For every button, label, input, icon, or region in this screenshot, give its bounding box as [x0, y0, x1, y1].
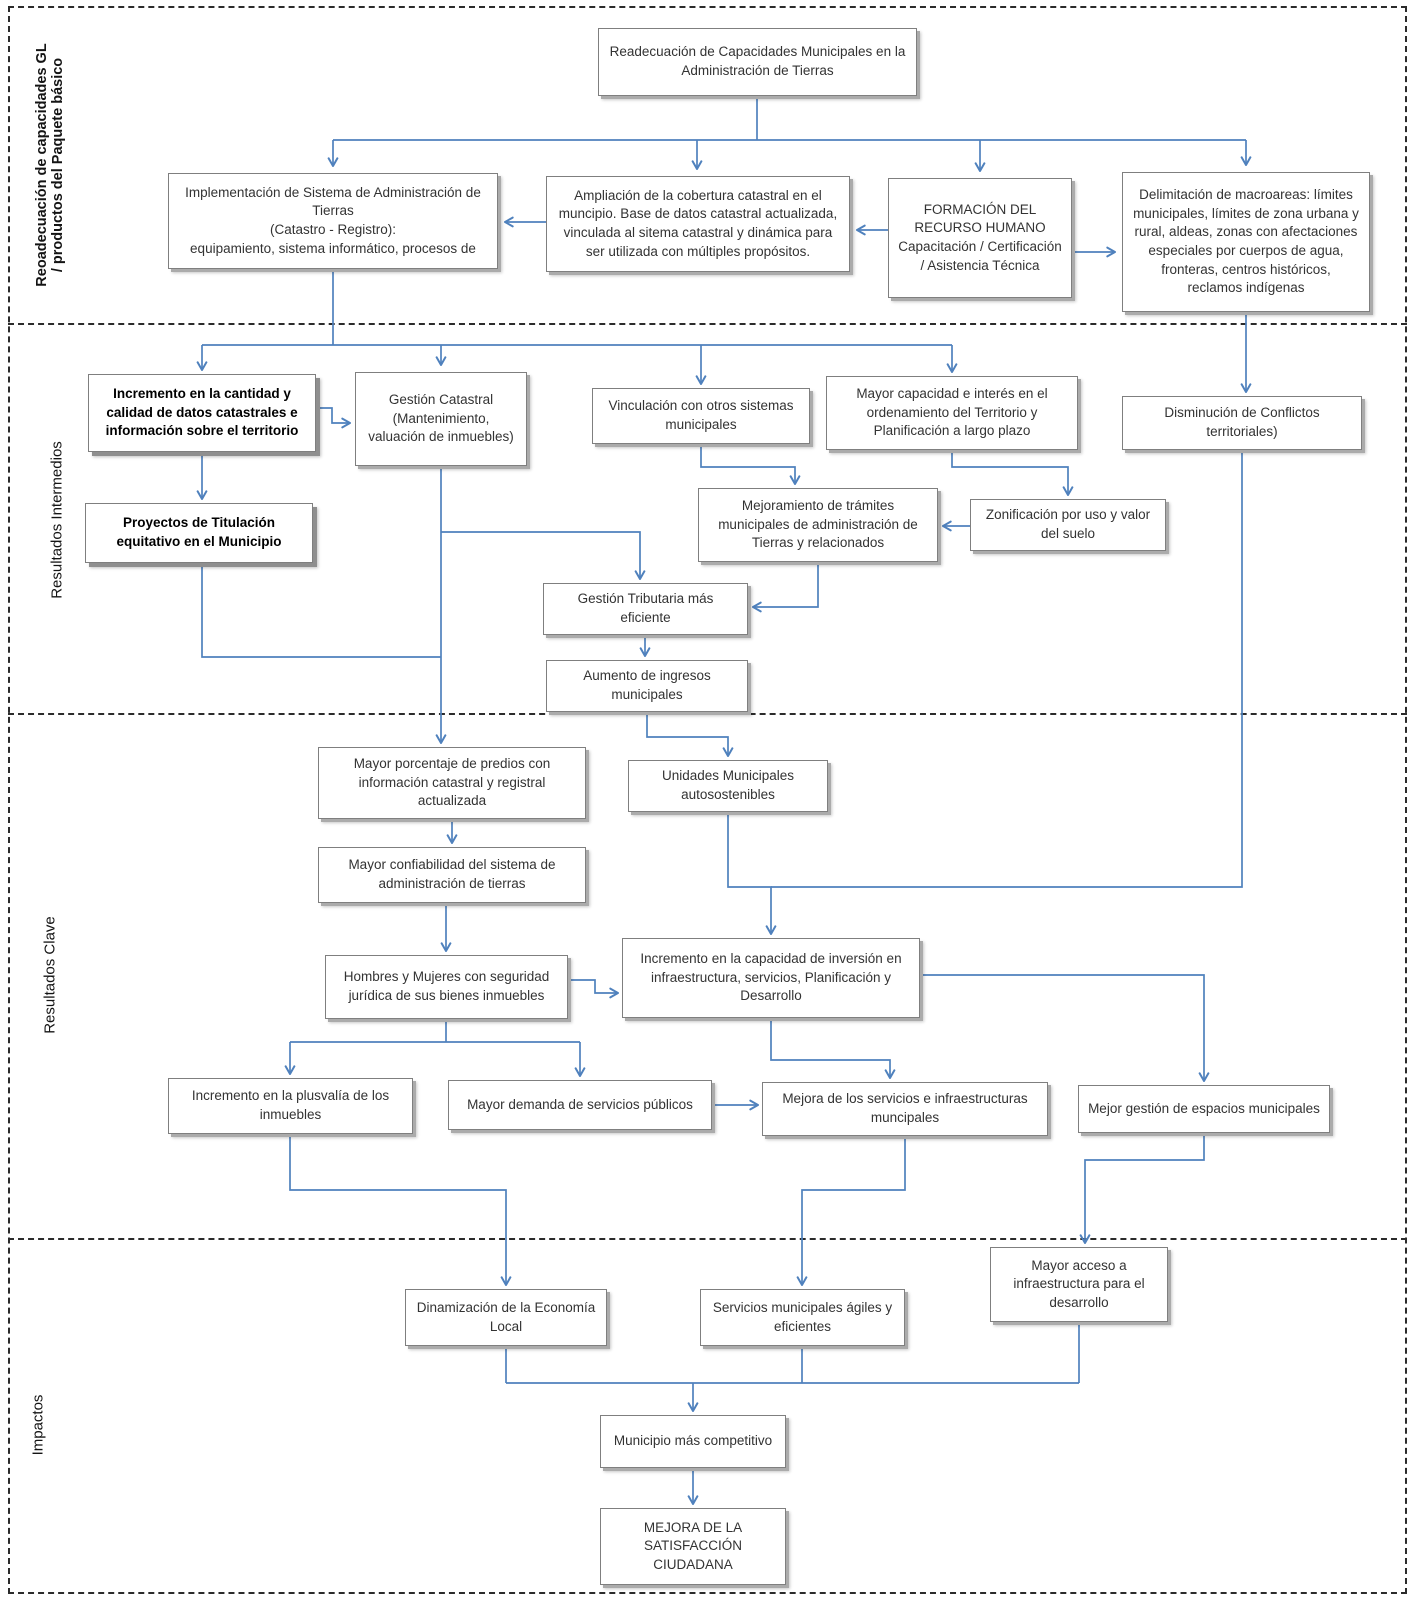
arrow-plusvalia-to-dinamizacion	[289, 1134, 512, 1286]
arrow-mejora-to-servicios-agiles	[796, 1136, 906, 1286]
node-mayor-porcentaje-predios: Mayor porcentaje de predios con informac…	[318, 747, 586, 819]
node-disminucion-conflictos: Disminución de Conflictos territoriales)	[1122, 396, 1362, 450]
node-servicios-agiles: Servicios municipales ágiles y eficiente…	[700, 1289, 905, 1346]
arrow-catastral-to-tributaria	[441, 531, 646, 580]
node-plusvalia: Incremento en la plusvalía de los inmueb…	[168, 1078, 413, 1134]
connector-disminucion-long	[771, 450, 1243, 888]
node-unidades-autosostenibles: Unidades Municipales autosostenibles	[628, 760, 828, 812]
node-gestion-tributaria: Gestión Tributaria más eficiente	[543, 583, 748, 635]
node-gestion-catastral: Gestión Catastral (Mantenimiento, valuac…	[355, 372, 527, 466]
node-acceso-infraestructura: Mayor acceso a infraestructura para el d…	[990, 1247, 1168, 1322]
band-separator-2	[8, 713, 1407, 715]
node-gestion-espacios: Mejor gestión de espacios municipales	[1078, 1085, 1330, 1133]
arrow-inversion-to-mejora-servicios	[770, 1018, 896, 1079]
arrow-espacios-to-acceso	[1079, 1133, 1205, 1244]
node-titulo-principal: Readecuación de Capacidades Municipales …	[598, 28, 917, 96]
node-vinculacion-sistemas: Vinculación con otros sistemas municipal…	[592, 388, 810, 444]
node-dinamizacion-economia: Dinamización de la Economía Local	[405, 1289, 607, 1346]
arrow-vinculacion-to-mejoramiento	[700, 444, 801, 485]
node-mayor-confiabilidad: Mayor confiabilidad del sistema de admin…	[318, 847, 586, 903]
node-seguridad-juridica: Hombres y Mujeres con seguridad jurídica…	[325, 955, 568, 1019]
node-proyectos-titulacion: Proyectos de Titulación equitativo en el…	[85, 503, 313, 563]
connector-proyectos-merge	[201, 563, 441, 658]
node-mejora-satisfaccion: MEJORA DE LA SATISFACCIÓN CIUDADANA	[600, 1508, 786, 1585]
arrow-unidades-to-inversion	[727, 812, 777, 935]
node-delimitacion-macroareas: Delimitación de macroareas: límites muni…	[1122, 172, 1370, 312]
arrow-ingresos-to-unidades	[646, 712, 734, 757]
node-implementacion-sistema: Implementación de Sistema de Administrac…	[168, 173, 498, 269]
node-demanda-servicios: Mayor demanda de servicios públicos	[448, 1080, 712, 1130]
outer-dashed-frame	[8, 6, 1407, 1594]
node-aumento-ingresos: Aumento de ingresos municipales	[546, 660, 748, 712]
band-separator-3	[8, 1238, 1407, 1240]
arrow-seguridad-to-inversion	[568, 979, 619, 999]
node-formacion-recurso-humano: FORMACIÓN DEL RECURSO HUMANO Capacitació…	[888, 178, 1072, 298]
node-zonificacion: Zonificación por uso y valor del suelo	[970, 499, 1166, 551]
node-incremento-datos: Incremento en la cantidad y calidad de d…	[88, 374, 316, 452]
node-capacidad-inversion: Incremento en la capacidad de inversión …	[622, 938, 920, 1018]
arrow-incremento-to-gestion-catastral	[316, 407, 351, 429]
node-ampliacion-cobertura: Ampliación de la cobertura catastral en …	[546, 176, 850, 272]
node-mejoramiento-tramites: Mejoramiento de trámites municipales de …	[698, 488, 938, 562]
node-municipio-competitivo: Municipio más competitivo	[600, 1415, 786, 1468]
arrow-mejoramiento-to-tributaria	[752, 562, 819, 613]
node-mejora-servicios: Mejora de los servicios e infraestructur…	[762, 1082, 1048, 1136]
node-mayor-capacidad-ordenamiento: Mayor capacidad e interés en el ordenami…	[826, 376, 1078, 450]
arrow-capacidad-to-zonificacion	[951, 450, 1074, 496]
band-separator-1	[8, 323, 1407, 325]
arrow-inversion-to-gestion-espacios	[920, 974, 1210, 1082]
